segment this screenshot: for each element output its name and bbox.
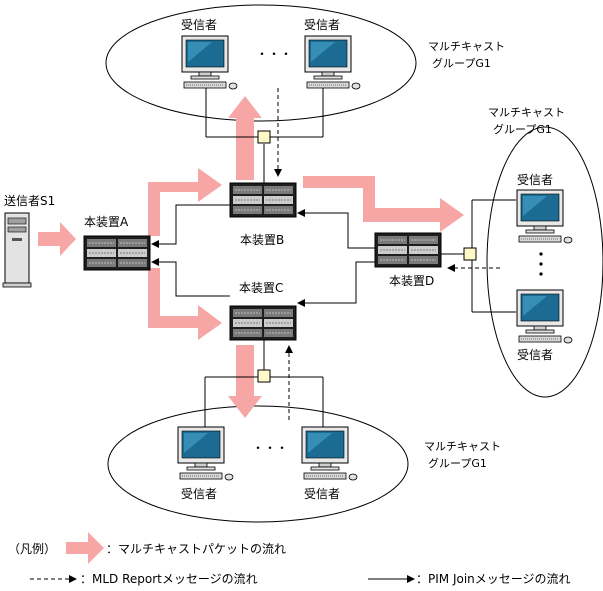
router-c (229, 305, 297, 341)
receiver-pc-right-top (516, 189, 573, 244)
receiver-pc-bottom-right (301, 426, 358, 481)
ellipsis-top: ・・・ (256, 47, 292, 61)
pim-join-d-b (297, 209, 375, 249)
receiver-label-bottom-left: 受信者 (181, 487, 217, 501)
ellipsis-right (539, 252, 543, 276)
receiver-pc-top-right (304, 35, 361, 90)
router-d (374, 232, 442, 268)
sender-label: 送信者S1 (4, 193, 55, 208)
receiver-pc-bottom-left (177, 426, 234, 481)
bottom-lan-lines (204, 340, 324, 430)
multicast-arrow-sender-a (38, 222, 76, 256)
router-a-label: 本装置A (84, 215, 129, 229)
pim-join-b-a (151, 204, 230, 248)
right-lan-switch (463, 247, 477, 261)
top-lan-switch (257, 130, 271, 144)
group-right-ellipse (486, 126, 603, 398)
receiver-label-top-right: 受信者 (304, 18, 340, 32)
group-bottom-label-1: マルチキャスト (424, 440, 501, 453)
group-top-label-1: マルチキャスト (428, 40, 505, 53)
pim-join-paths (151, 204, 375, 307)
multicast-arrow-b-d (303, 176, 464, 232)
group-bottom-ellipse (107, 405, 409, 523)
right-lan-lines (441, 199, 516, 313)
group-bottom-label-2: グループG1 (428, 456, 487, 470)
legend-multicast-arrow (66, 532, 104, 564)
pim-join-d-c (297, 261, 375, 307)
legend-mld-text: ：MLD Reportメッセージの流れ (80, 572, 258, 586)
legend-pim-text: ：PIM Joinメッセージの流れ (416, 572, 571, 586)
receiver-pc-top-left (181, 35, 238, 90)
legend-multicast-text: ：マルチキャストパケットの流れ (106, 542, 286, 556)
receiver-label-right-bottom: 受信者 (517, 348, 553, 362)
group-right-label-2: グループG1 (493, 122, 552, 136)
router-a (83, 235, 151, 271)
router-d-label: 本装置D (389, 274, 434, 288)
pim-join-c-a (151, 258, 230, 297)
router-c-label: 本装置C (239, 281, 283, 295)
multicast-arrow-a-c (148, 268, 222, 340)
receiver-pc-right-bottom (516, 289, 573, 344)
legend: （凡例） ：マルチキャストパケットの流れ ：MLD Reportメッセージの流れ… (8, 532, 571, 586)
router-b (229, 182, 297, 218)
sender-computer (2, 212, 32, 288)
multicast-arrow-c-bottom (228, 345, 262, 418)
receiver-label-right-top: 受信者 (517, 173, 553, 187)
receiver-label-bottom-right: 受信者 (304, 487, 340, 501)
receiver-label-top-left: 受信者 (181, 18, 217, 32)
group-top-ellipse (105, 4, 417, 122)
legend-title: （凡例） (8, 542, 56, 556)
multicast-flow-arrows (38, 96, 464, 418)
multicast-arrow-b-top (228, 96, 262, 180)
router-b-label: 本装置B (240, 233, 284, 247)
bottom-lan-switch (257, 369, 271, 383)
group-right-label-1: マルチキャスト (488, 106, 565, 119)
group-top-label-2: グループG1 (432, 56, 491, 70)
multicast-arrow-a-b (148, 168, 222, 236)
ellipsis-bottom: ・・・ (252, 441, 288, 455)
